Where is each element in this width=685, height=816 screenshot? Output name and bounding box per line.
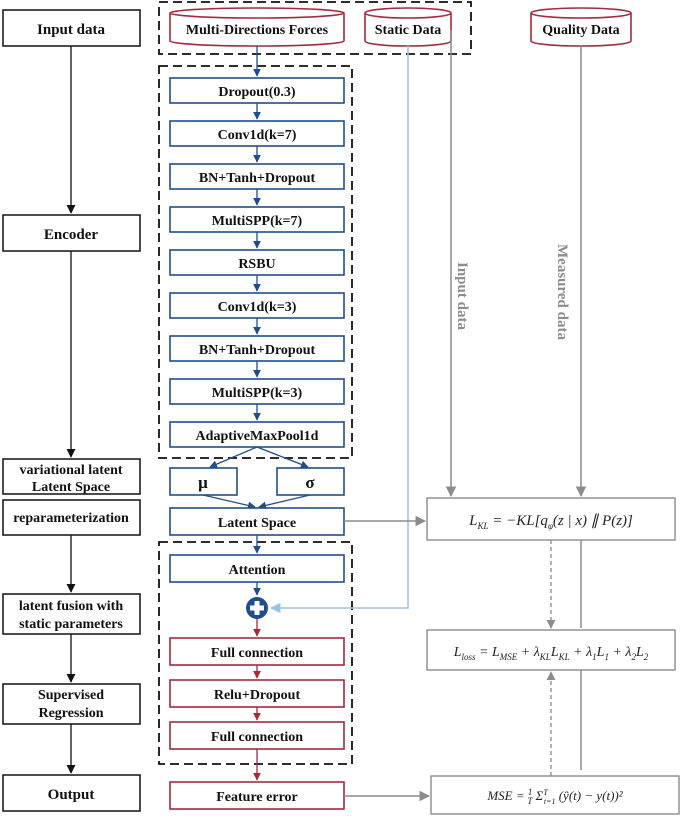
latent-space-label: Latent Space <box>218 516 296 531</box>
stage-regression-label-line1: Supervised <box>38 688 104 703</box>
stage-column: Input data Encoder variational latent La… <box>2 9 141 812</box>
sigma-to-latent-arrow <box>258 494 311 510</box>
encoder-layer-4: MultiSPP(k=7) <box>169 206 345 233</box>
stage-reparam-label: reparameterization <box>13 511 129 526</box>
mu-node: μ <box>169 467 238 496</box>
stage-input-label: Input data <box>37 22 105 38</box>
encoder-group <box>158 65 353 459</box>
loss-equation: Lloss = LMSE + λKLLKL + λ1L1 + λ2L2 <box>453 645 649 662</box>
stage-output-box <box>2 774 141 812</box>
encoder-layer-label: BN+Tanh+Dropout <box>199 343 316 358</box>
stage-output-label: Output <box>48 787 95 803</box>
encoder-layer-5: RSBU <box>169 249 345 276</box>
encoder-layer-label: MultiSPP(k=3) <box>212 386 303 401</box>
encoder-layer-7: BN+Tanh+Dropout <box>169 335 345 362</box>
latent-space-box: Latent Space <box>169 507 345 536</box>
loss-equation-box: Lloss = LMSE + λKLLKL + λ1L1 + λ2L2 <box>426 629 676 671</box>
static-data-path <box>269 46 409 614</box>
stage-encoder-label: Encoder <box>44 227 99 243</box>
sigma-symbol: σ <box>305 473 315 492</box>
stage-fusion-label-line2: static parameters <box>19 617 123 632</box>
stage-encoder-box <box>2 214 141 252</box>
feature-error-box: Feature error <box>169 781 345 810</box>
input-data-vertical-label: Input data <box>454 262 470 330</box>
kl-equation: LKL = −KL[qφ(z | x) ∥ P(z)] <box>468 513 633 531</box>
stage-reparam-box <box>2 499 141 536</box>
encoder-layer-label: Dropout(0.3) <box>218 85 295 100</box>
encoder-layer-2: Conv1d(k=7) <box>169 120 345 147</box>
feature-error-label: Feature error <box>216 790 298 805</box>
input-sources-group <box>158 1 472 55</box>
mu-to-latent-arrow <box>202 494 256 510</box>
source-static: Static Data <box>364 7 452 47</box>
source-quality: Quality Data <box>530 7 632 47</box>
fusion-add-icon <box>246 597 268 619</box>
source-forces: Multi-Directions Forces <box>169 7 345 47</box>
encoder-layer-label: Conv1d(k=3) <box>218 300 297 315</box>
kl-equation-box: LKL = −KL[qφ(z | x) ∥ P(z)] <box>426 497 676 541</box>
mu-symbol: μ <box>198 473 208 492</box>
fc-layer-2: Full connection <box>169 721 345 750</box>
relu-dropout-label: Relu+Dropout <box>214 688 301 703</box>
pool-to-sigma-arrow <box>256 446 309 469</box>
stage-input-box <box>2 9 141 47</box>
decoder-group <box>158 541 353 765</box>
relu-dropout-layer: Relu+Dropout <box>169 679 345 708</box>
encoder-layer-label: Conv1d(k=7) <box>218 128 297 143</box>
stage-latent-box <box>2 458 141 495</box>
encoder-layer-label: RSBU <box>238 257 275 272</box>
attention-box: Attention <box>169 554 345 583</box>
pool-to-mu-arrow <box>209 446 258 468</box>
fc-layer-label: Full connection <box>211 646 303 661</box>
source-static-label: Static Data <box>375 23 442 38</box>
measured-data-vertical-label: Measured data <box>554 244 570 340</box>
encoder-layer-label: MultiSPP(k=7) <box>212 214 303 229</box>
stage-latent-label-line2: Latent Space <box>32 480 110 495</box>
stage-regression-label-line2: Regression <box>38 706 103 721</box>
attention-label: Attention <box>229 563 286 578</box>
encoder-layer-6: Conv1d(k=3) <box>169 292 345 319</box>
stage-latent-label-line1: variational latent <box>19 463 122 478</box>
fc-layer-label: Full connection <box>211 730 303 745</box>
source-forces-label: Multi-Directions Forces <box>186 23 329 38</box>
encoder-layer-9: AdaptiveMaxPool1d <box>169 421 345 448</box>
encoder-layer-3: BN+Tanh+Dropout <box>169 163 345 190</box>
source-quality-label: Quality Data <box>542 23 619 38</box>
stage-regression-box <box>2 683 141 725</box>
encoder-layer-label: AdaptiveMaxPool1d <box>196 429 319 444</box>
fc-layer-1: Full connection <box>169 637 345 666</box>
encoder-layer-8: MultiSPP(k=3) <box>169 378 345 405</box>
sigma-node: σ <box>276 467 345 496</box>
stage-fusion-label-line1: latent fusion with <box>19 599 123 614</box>
encoder-layer-label: BN+Tanh+Dropout <box>199 171 316 186</box>
encoder-layer-1: Dropout(0.3) <box>169 77 345 104</box>
